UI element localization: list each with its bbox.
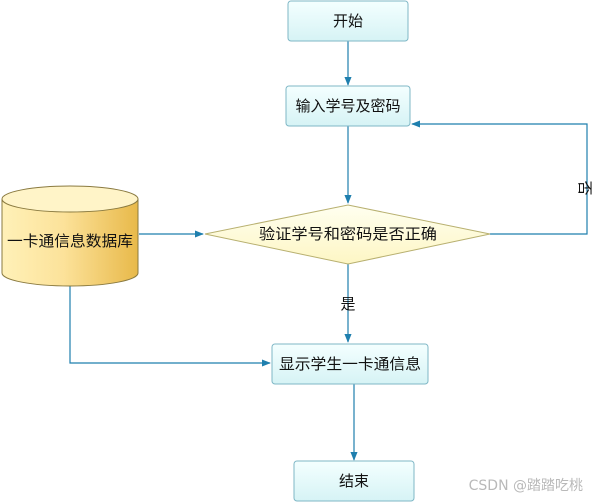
start-node: 开始	[287, 0, 409, 42]
end-node: 结束	[293, 460, 415, 502]
input-node-label: 输入学号及密码	[295, 97, 400, 115]
database-node: 一卡通信息数据库	[1, 185, 139, 287]
edge-verify-no-loop	[411, 120, 588, 235]
input-node: 输入学号及密码	[285, 85, 411, 127]
edge-database-to-display	[69, 286, 271, 367]
verify-decision-node: 验证学号和密码是否正确	[204, 204, 491, 265]
edge-label-no: 否	[576, 180, 594, 195]
database-node-label: 一卡通信息数据库	[7, 232, 133, 250]
watermark-text: CSDN @踏踏吃桃	[469, 478, 583, 494]
display-node-label: 显示学生一卡通信息	[279, 355, 421, 373]
edge-label-yes: 是	[340, 295, 355, 313]
end-node-label: 结束	[339, 472, 369, 490]
verify-decision-label: 验证学号和密码是否正确	[259, 225, 437, 243]
start-node-label: 开始	[333, 12, 363, 30]
display-node: 显示学生一卡通信息	[271, 343, 429, 385]
